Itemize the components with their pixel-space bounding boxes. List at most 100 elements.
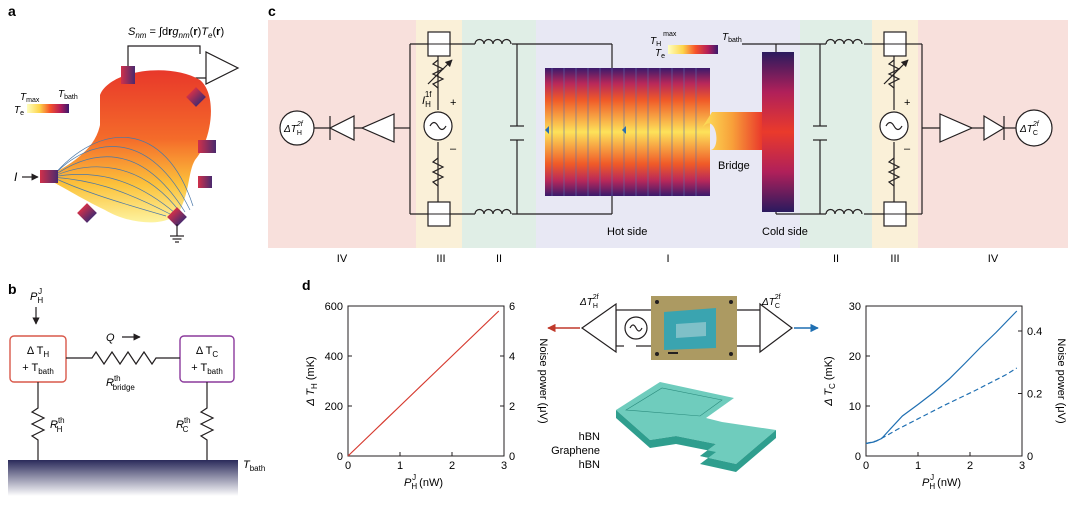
hexagon-lattice-pattern — [625, 387, 723, 417]
y2-tick-label: 0 — [1027, 451, 1033, 463]
plot-frame — [347, 305, 505, 457]
y-axis-label: Δ TH (mK) — [305, 356, 319, 406]
contact-box-dividers — [428, 43, 906, 215]
source-left-minus: – — [450, 143, 457, 155]
diode-left-icon — [328, 115, 355, 141]
sine-wave-right-icon — [885, 121, 903, 131]
hot-side-field-lines — [551, 68, 697, 196]
detector-left-label: ΔTH2f — [283, 121, 304, 137]
variable-resistor-icons — [427, 59, 909, 187]
heterostructure-top-layer — [616, 382, 776, 464]
contact-right-upper — [186, 87, 206, 107]
current-streamlines — [51, 136, 194, 217]
source-right-minus: – — [904, 143, 911, 155]
hot-node-line1: Δ TH — [27, 345, 50, 359]
panel-label-d: d — [302, 277, 311, 293]
measurement-wire-top — [127, 45, 201, 72]
y-tick-label: 10 — [849, 401, 861, 413]
sine-wave-left-icon — [429, 121, 447, 131]
y2-tick-label: 0 — [509, 451, 515, 463]
y2-axis-label: Noise power (μV) — [537, 338, 549, 423]
region-label-1: IV — [337, 253, 348, 265]
hot-resistor-icon — [30, 382, 46, 460]
panel-a-colorbar — [27, 104, 69, 113]
flow-marker-left — [545, 126, 549, 134]
micrograph-contact-1 — [655, 300, 659, 304]
amplifier-right-icon — [939, 113, 974, 143]
y-tick-label: 20 — [849, 351, 861, 363]
y-axis-label: Δ TC (mK) — [823, 356, 837, 406]
micrograph-contact-3 — [655, 352, 659, 356]
contact-bottom-left — [77, 203, 97, 223]
d-left-label: ΔTH2f — [579, 294, 599, 310]
y-tick-label: 200 — [325, 401, 343, 413]
layer-label-graphene: Graphene — [551, 445, 600, 457]
panel-label-c: c — [268, 3, 276, 19]
y2-tick-label: 2 — [509, 401, 515, 413]
hot-node-line2: + Tbath — [22, 362, 54, 376]
layer-label-hbn-bottom: hBN — [579, 459, 600, 471]
inductor-icons — [474, 38, 863, 215]
x-tick-label: 0 — [863, 460, 869, 472]
colorbar-c-te: Te — [655, 48, 665, 60]
region-label-6: III — [890, 253, 899, 265]
cold-side-flake — [762, 52, 794, 212]
bridge-resistor-icon — [66, 350, 180, 366]
y2-tick-label: 0.4 — [1027, 326, 1042, 338]
y2-tick-label: 4 — [509, 351, 515, 363]
series-line-dashed — [865, 367, 1018, 445]
contact-top — [121, 66, 135, 84]
panel-a-formula: Snm = ∫drgnm(r)Te(r) — [128, 26, 224, 40]
circuit-wires — [313, 43, 1016, 215]
cold-side-label: Cold side — [762, 226, 808, 238]
micrograph-contact-4 — [729, 352, 733, 356]
x-axis-label: PHJ (nW) — [922, 473, 961, 491]
region-label-3: II — [496, 253, 502, 265]
detector-right — [1015, 109, 1053, 147]
heterostructure-side — [616, 410, 776, 472]
contact-bottom — [167, 207, 187, 227]
panel-a: Snm = ∫drgnm(r)Te(r) I Tmax — [14, 26, 240, 243]
y-tick-label: 30 — [849, 301, 861, 313]
x-tick-label: 2 — [449, 460, 455, 472]
panel-label-b: b — [8, 281, 17, 297]
d-right-label: ΔTC2f — [761, 294, 781, 310]
contact-right — [198, 140, 216, 153]
ground-icon — [170, 235, 184, 243]
hot-side-flake — [545, 68, 710, 196]
x-tick-label: 3 — [501, 460, 507, 472]
y2-tick-label: 6 — [509, 301, 515, 313]
source-right-plus: + — [904, 97, 910, 109]
micrograph-scale-bar — [668, 352, 678, 354]
micrograph-contact-2 — [729, 300, 733, 304]
detector-left — [279, 110, 315, 146]
region-label-5: II — [833, 253, 839, 265]
y2-axis-label: Noise power (μV) — [1055, 338, 1067, 423]
region-label-2: III — [436, 253, 445, 265]
cold-node-line2: + Tbath — [191, 362, 223, 376]
x-tick-label: 0 — [345, 460, 351, 472]
bridge-region — [702, 112, 762, 150]
x-tick-label: 2 — [967, 460, 973, 472]
amplifier-symbol — [205, 51, 240, 85]
colorbar-a-te: Te — [14, 105, 24, 117]
detector-right-label: ΔTC2f — [1019, 121, 1040, 137]
x-tick-label: 3 — [1019, 460, 1025, 472]
heat-flow-label: Q — [106, 332, 115, 344]
panel-d-middle: ΔTH2f ΔTC2f hBN Graphene hBN — [547, 294, 819, 472]
bath-label: Tbath — [243, 459, 265, 473]
colorbar-c-tbath: Tbath — [722, 32, 742, 44]
amplifier-d-left-icon — [580, 302, 617, 354]
bridge-label: Bridge — [718, 160, 750, 172]
amplifier-d-right-icon — [759, 302, 793, 354]
power-label: PHJ — [30, 287, 43, 305]
y-tick-label: 0 — [337, 451, 343, 463]
amplifier-left-icon — [360, 113, 395, 143]
y-tick-label: 400 — [325, 351, 343, 363]
sine-wave-d-icon — [629, 324, 643, 332]
source-left-plus: + — [450, 97, 456, 109]
